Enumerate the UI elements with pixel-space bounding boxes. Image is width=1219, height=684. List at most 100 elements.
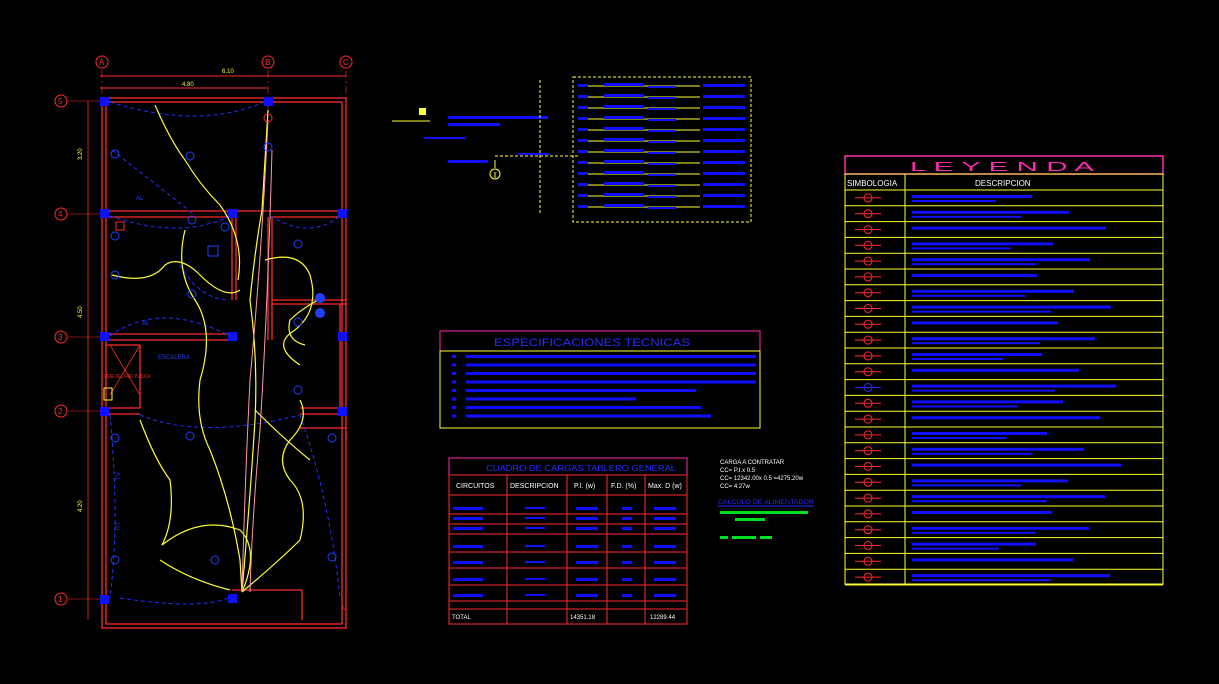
dim-total: 6.10: [222, 69, 234, 75]
sld-circuit-desc: [703, 150, 745, 153]
sld-circuit-label: [648, 207, 676, 209]
sld-circuit-mark: [578, 84, 588, 87]
loads-circuit: [453, 545, 483, 548]
loads-circuit: [453, 561, 483, 564]
sld-circuit-mark: [578, 117, 588, 120]
sld-circuit-desc: [703, 117, 745, 120]
legend-description: [912, 358, 1003, 360]
legend-description: [912, 495, 1105, 499]
loads-total-label: TOTAL: [452, 615, 471, 621]
loads-desc: [525, 507, 545, 509]
legend-description: [912, 337, 1095, 341]
svg-text:4: 4: [58, 210, 63, 219]
axis-col-c: C: [339, 55, 353, 69]
sld-circuit-mark: [578, 172, 588, 175]
sld-circuit-desc: [703, 84, 745, 87]
legend-description: [912, 263, 1037, 266]
legend-description: [912, 579, 1051, 582]
sld-circuit-label: [604, 193, 644, 196]
sld-circuit-label: [648, 130, 676, 132]
loads-pi: [576, 507, 598, 510]
sld-circuit-desc: [703, 95, 745, 98]
loads-md: [654, 507, 676, 510]
spec-text: [466, 406, 701, 409]
svg-text:B: B: [265, 58, 270, 67]
loads-desc: [525, 561, 545, 563]
loads-pi: [576, 545, 598, 548]
legend-description: [912, 242, 1053, 246]
plan-device-symbols: [110, 142, 337, 565]
loads-md: [654, 561, 676, 564]
sld-circuit-mark: [578, 139, 588, 142]
sld-circuit-label: [604, 160, 644, 163]
legend-description: [912, 210, 1069, 214]
legend-description: [912, 452, 1033, 455]
legend-description: [912, 389, 1055, 392]
axis-col-b: B: [261, 55, 275, 69]
legend-description: [912, 342, 1041, 345]
svg-text:3: 3: [58, 333, 63, 342]
sld-circuit-desc: [703, 172, 745, 175]
axis-row-4: 4: [54, 207, 68, 221]
dim-left-2: 4.50: [78, 306, 84, 318]
loads-total-pi: 14351.18: [570, 615, 596, 621]
carga-line-3: CC= 4.27w: [720, 484, 751, 490]
legend-description: [912, 547, 999, 550]
sld-circuit-label: [604, 204, 644, 207]
floor-plan: 6.10 4.80 3.20 4.50 4.20 A B C 5: [54, 55, 353, 630]
cable-title: CALCULO DE ALIMENTADOR: [718, 500, 815, 506]
loads-col-fd: F.D. (%): [611, 483, 636, 490]
legend-description: [912, 447, 1084, 451]
legend-title: L E Y E N D A: [910, 159, 1095, 174]
spec-text: [466, 389, 696, 392]
spec-bullet: [452, 380, 456, 384]
loads-pi: [576, 561, 598, 564]
loads-md: [654, 527, 676, 530]
sld-circuit-desc: [703, 205, 745, 208]
svg-text:A: A: [99, 58, 105, 67]
spec-text: [466, 380, 756, 384]
legend-description: [912, 500, 1048, 503]
legend-description: [912, 258, 1090, 262]
loads-circuit: [453, 527, 483, 530]
legend-description: [912, 195, 1032, 198]
legend-description: [912, 305, 1111, 309]
axis-row-3: 3: [54, 330, 68, 344]
loads-fd: [622, 594, 632, 597]
sld-circuit-label: [648, 97, 676, 99]
sld-circuit-mark: [578, 128, 588, 131]
loads-pi: [576, 578, 598, 581]
spec-text: [466, 372, 756, 375]
spec-text: [466, 397, 636, 401]
axis-row-5: 5: [54, 94, 68, 108]
loads-md: [654, 517, 676, 520]
loads-circuit: [453, 517, 483, 520]
loads-total-md: 12289.44: [650, 615, 676, 621]
legend-description: [912, 310, 1052, 313]
dim-left-3: 4.20: [78, 500, 84, 512]
spec-text: [466, 363, 756, 367]
legend-description: [912, 368, 1079, 372]
loads-desc: [525, 578, 545, 580]
sld-circuit-desc: [703, 194, 745, 197]
axis-row-1: 1: [54, 592, 68, 606]
legend-table: L E Y E N D A SIMBOLOGIA DESCRIPCION: [844, 155, 1164, 586]
legend-description: [912, 531, 1036, 534]
sld-circuit-label: [604, 127, 644, 130]
legend-description: [912, 353, 1042, 356]
loads-pi: [576, 517, 598, 520]
sld-circuit-mark: [578, 150, 588, 153]
sld-circuit-label: [648, 152, 676, 154]
legend-description: [912, 215, 1022, 218]
sld-circuit-label: [648, 119, 676, 121]
sld-circuit-label: [648, 196, 676, 198]
sld-circuit-label: [648, 185, 676, 187]
svg-text:1: 1: [58, 595, 63, 604]
axis-row-2: 2: [54, 404, 68, 418]
sld-circuit-label: [604, 149, 644, 152]
legend-description: [912, 432, 1047, 435]
specs-title: ESPECIFICACIONES TECNICAS: [494, 337, 690, 349]
loads-col-pi: P.I. (w): [574, 483, 595, 490]
spec-text: [466, 414, 711, 418]
